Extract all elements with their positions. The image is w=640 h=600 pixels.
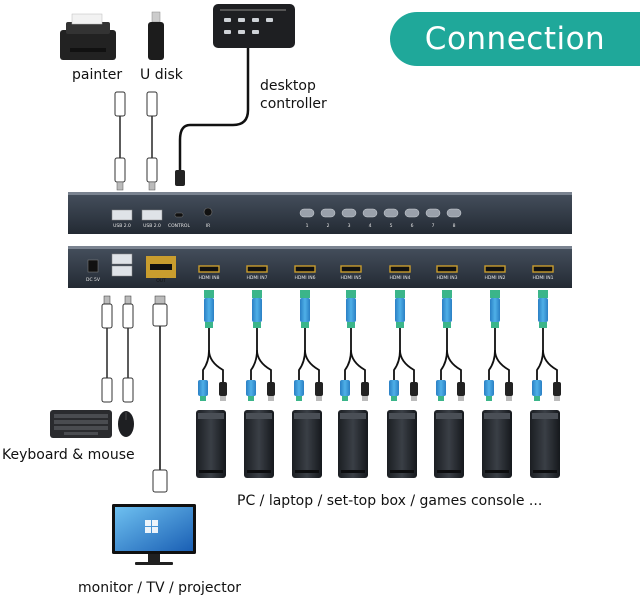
rear-power-label: DC 5V: [86, 278, 100, 283]
keyboard-mouse-label: Keyboard & mouse: [2, 447, 135, 463]
usb-cable-keyboard: [101, 295, 113, 403]
sources-label: PC / laptop / set-top box / games consol…: [237, 493, 543, 509]
hdmi-in8-label: HDMI IN8: [198, 276, 220, 281]
source-pc-3: [292, 410, 322, 478]
usb-disk-icon: [148, 11, 164, 60]
printer-label: painter: [72, 67, 123, 83]
mouse-icon: [118, 411, 134, 437]
hdmi-in3-label: HDMI IN3: [436, 276, 458, 281]
source-pc-7: [482, 410, 512, 478]
front-ir-label: IR: [205, 224, 211, 229]
front-usb2-label: USB 2.0: [143, 224, 161, 229]
hdmi-input-cable-4: [340, 290, 369, 401]
button-5-label: 5: [389, 224, 393, 229]
source-pc-6: [434, 410, 464, 478]
source-pc-4: [338, 410, 368, 478]
source-pc-2: [244, 410, 274, 478]
front-usb1-label: USB 2.0: [113, 224, 131, 229]
source-devices: [196, 410, 560, 478]
hdmi-in5-label: HDMI IN5: [340, 276, 362, 281]
printer-icon: [60, 13, 116, 60]
desktop-controller-icon: [213, 4, 295, 48]
usb-cable-printer: [114, 91, 126, 191]
button-7-label: 7: [431, 224, 435, 229]
connection-banner: Connection: [390, 12, 640, 66]
controller-plug: [175, 170, 185, 186]
button-1-label: 1: [305, 224, 309, 229]
hdmi-in7-label: HDMI IN7: [246, 276, 268, 281]
hdmi-in4-label: HDMI IN4: [389, 276, 411, 281]
hdmi-input-cable-3: [294, 290, 323, 401]
display-label: monitor / TV / projector: [78, 580, 242, 596]
keyboard-icon: [50, 410, 112, 438]
hdmi-input-cable-7: [484, 290, 513, 401]
controller-cable: [178, 48, 250, 182]
udisk-label: U disk: [140, 67, 183, 83]
hdmi-input-cable-1: [198, 290, 227, 401]
button-2-label: 2: [326, 224, 330, 229]
hdmi-input-cable-8: [532, 290, 561, 401]
front-control-label: CONTROL: [168, 224, 190, 229]
monitor-icon: [112, 504, 196, 565]
button-8-label: 8: [452, 224, 456, 229]
button-6-label: 6: [410, 224, 414, 229]
hdmi-out-cable: [152, 295, 168, 493]
usb-cable-mouse: [122, 295, 134, 403]
kvm-front-panel: [68, 192, 572, 234]
button-3-label: 3: [347, 224, 351, 229]
desktop-controller-label-2: controller: [260, 96, 327, 112]
rear-out-label: OUT: [156, 279, 166, 284]
source-pc-8: [530, 410, 560, 478]
button-4-label: 4: [368, 224, 372, 229]
hdmi-input-cable-5: [389, 290, 418, 401]
hdmi-input-cable-2: [246, 290, 275, 401]
desktop-controller-label-1: desktop: [260, 78, 316, 94]
hdmi-input-cable-6: [436, 290, 465, 401]
usb-cable-disk: [146, 91, 158, 191]
hdmi-in2-label: HDMI IN2: [484, 276, 506, 281]
kvm-rear-panel: [68, 246, 572, 288]
hdmi-input-cables: [198, 290, 561, 401]
hdmi-in1-label: HDMI IN1: [532, 276, 554, 281]
hdmi-in6-label: HDMI IN6: [294, 276, 316, 281]
source-pc-5: [387, 410, 417, 478]
source-pc-1: [196, 410, 226, 478]
